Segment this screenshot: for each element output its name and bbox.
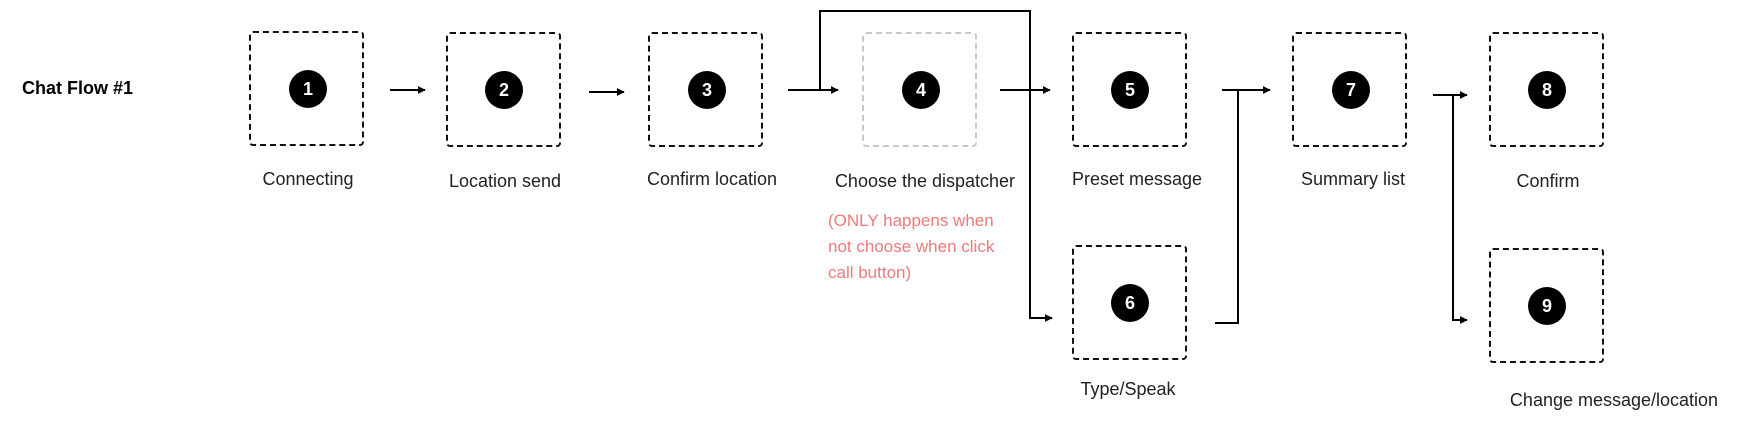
step-label-3: Confirm location bbox=[646, 169, 778, 189]
step-label-9: Change message/location bbox=[1509, 390, 1719, 410]
step-number-2: 2 bbox=[485, 71, 523, 109]
step-box-3 bbox=[648, 32, 763, 147]
step-box-4 bbox=[862, 32, 977, 147]
step-number-4: 4 bbox=[902, 71, 940, 109]
step-number-8: 8 bbox=[1528, 71, 1566, 109]
step-label-5: Preset message bbox=[1071, 169, 1203, 189]
chart-title: Chat Flow #1 bbox=[22, 78, 134, 98]
step-box-6 bbox=[1072, 245, 1187, 360]
arrow-7-9 bbox=[1452, 95, 1468, 324]
note-line-3: call button) bbox=[828, 263, 912, 282]
step-number-1: 1 bbox=[289, 70, 327, 108]
step-box-5 bbox=[1072, 32, 1187, 147]
note-line-1: (ONLY happens when bbox=[828, 211, 994, 230]
step-box-1 bbox=[249, 31, 364, 146]
step-number-3: 3 bbox=[688, 71, 726, 109]
note-line-2: not choose when click bbox=[828, 237, 995, 256]
arrow-3-bypass bbox=[819, 10, 1053, 322]
step-box-8 bbox=[1489, 32, 1604, 147]
step-number-9: 9 bbox=[1528, 287, 1566, 325]
arrow-6-7 bbox=[1215, 90, 1239, 324]
step-label-2: Location send bbox=[448, 171, 562, 191]
step-label-7: Summary list bbox=[1300, 169, 1406, 189]
step-box-7 bbox=[1292, 32, 1407, 147]
step-label-6: Type/Speak bbox=[1080, 379, 1176, 399]
step-label-1: Connecting bbox=[262, 169, 354, 189]
step-number-7: 7 bbox=[1332, 71, 1370, 109]
step-box-2 bbox=[446, 32, 561, 147]
step-label-8: Confirm bbox=[1516, 171, 1580, 191]
step-box-9 bbox=[1489, 248, 1604, 363]
step-number-6: 6 bbox=[1111, 284, 1149, 322]
step-label-4: Choose the dispatcher bbox=[834, 171, 1016, 191]
step-number-5: 5 bbox=[1111, 71, 1149, 109]
dispatcher-note: (ONLY happens when not choose when click… bbox=[828, 208, 994, 286]
